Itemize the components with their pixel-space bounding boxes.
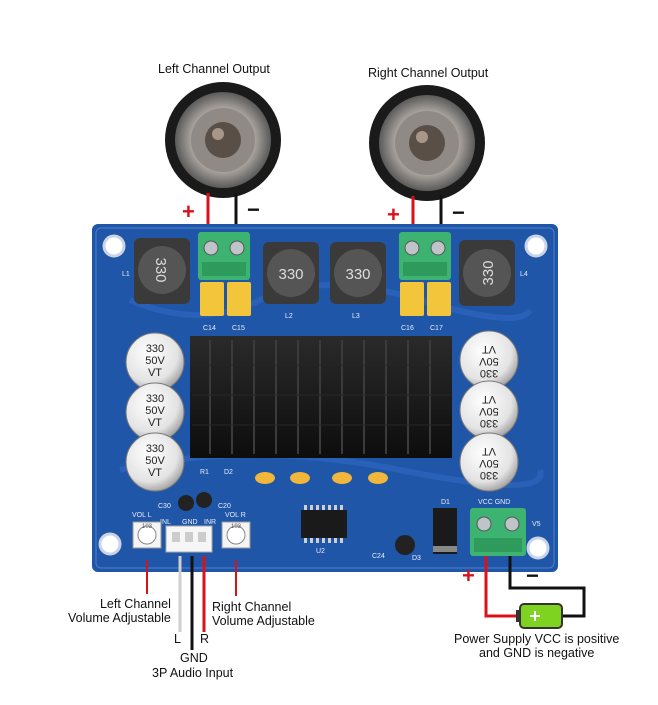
svg-text:INL: INL	[160, 519, 171, 526]
right-volume-label: Right Channel Volume Adjustable	[212, 600, 315, 628]
left-speaker	[165, 82, 281, 198]
left-plus-sign: +	[182, 199, 195, 224]
heatsink	[190, 336, 452, 458]
svg-text:INR: INR	[204, 519, 216, 526]
svg-text:330: 330	[480, 417, 498, 429]
volume-leader-lines	[146, 560, 237, 596]
right-volume-potentiometer[interactable]: 103	[221, 521, 251, 549]
right-volume-label-line2: Volume Adjustable	[212, 614, 315, 628]
input-capacitors	[178, 492, 212, 511]
svg-text:GND: GND	[182, 519, 198, 526]
svg-text:VT: VT	[148, 367, 162, 379]
svg-text:L2: L2	[285, 313, 293, 320]
svg-text:L3: L3	[352, 313, 360, 320]
svg-text:50V: 50V	[145, 405, 165, 417]
svg-text:VT: VT	[148, 417, 162, 429]
right-electrolytic-capacitors: 330 50V VT 330 50V VT 330 50V VT	[459, 330, 519, 492]
svg-text:330: 330	[146, 393, 164, 405]
svg-text:330: 330	[146, 443, 164, 455]
power-minus-sign: −	[526, 563, 539, 588]
svg-text:L4: L4	[520, 271, 528, 278]
right-minus-sign: −	[452, 200, 465, 225]
svg-text:VT: VT	[482, 445, 496, 457]
inductor-l4: 330	[459, 240, 515, 306]
svg-text:330: 330	[278, 266, 303, 283]
audio-input-wires	[178, 556, 206, 650]
power-supply-label: Power Supply VCC is positive and GND is …	[454, 632, 619, 660]
svg-text:C20: C20	[218, 503, 231, 510]
inductor-l2: 330	[263, 242, 319, 304]
svg-text:V5: V5	[532, 521, 541, 528]
left-volume-label-line1: Left Channel	[99, 597, 171, 611]
right-channel-output-label: Right Channel Output	[368, 66, 489, 80]
svg-text:330: 330	[480, 469, 498, 481]
left-channel-output-label: Left Channel Output	[158, 62, 270, 76]
film-capacitors	[200, 282, 451, 316]
svg-text:VT: VT	[482, 393, 496, 405]
power-capacitor	[395, 535, 415, 555]
svg-text:C24: C24	[372, 553, 385, 560]
power-wires	[484, 556, 586, 618]
power-terminal	[470, 508, 526, 556]
svg-text:VOL R: VOL R	[225, 512, 246, 519]
svg-text:R1: R1	[200, 469, 209, 476]
svg-text:D3: D3	[412, 555, 421, 562]
svg-text:VT: VT	[482, 343, 496, 355]
left-electrolytic-capacitors: 330 50V VT 330 50V VT 330 50V VT	[125, 332, 185, 492]
amplifier-ic	[301, 505, 347, 543]
svg-text:50V: 50V	[479, 457, 499, 469]
power-plus-sign: +	[462, 563, 475, 588]
svg-text:L1: L1	[122, 271, 130, 278]
inductor-l3: 330	[330, 242, 386, 304]
svg-text:330: 330	[345, 266, 370, 283]
svg-text:330: 330	[152, 257, 169, 282]
svg-text:C17: C17	[430, 325, 443, 332]
left-speaker-terminal	[198, 232, 250, 280]
silkscreen-labels: L1 L2 L3 L4 C14 C15 C16 C17 R1 D2 U2 V5 …	[122, 271, 541, 562]
svg-text:D1: D1	[441, 499, 450, 506]
svg-text:50V: 50V	[479, 405, 499, 417]
svg-text:50V: 50V	[145, 455, 165, 467]
svg-text:U2: U2	[316, 548, 325, 555]
input-gnd-label: GND	[180, 651, 208, 665]
svg-text:103: 103	[142, 524, 153, 530]
battery-icon	[516, 603, 563, 629]
right-volume-label-line1: Right Channel	[212, 600, 292, 614]
audio-input-label: 3P Audio Input	[152, 666, 234, 680]
right-plus-sign: +	[387, 202, 400, 227]
power-supply-label-line2: and GND is negative	[479, 646, 595, 660]
inductor-l1: 330	[134, 238, 190, 304]
right-speaker-terminal	[399, 232, 451, 280]
left-minus-sign: −	[247, 197, 260, 222]
svg-text:VCC GND: VCC GND	[478, 499, 510, 506]
svg-text:50V: 50V	[479, 355, 499, 367]
svg-text:VOL L: VOL L	[132, 512, 152, 519]
power-supply-label-line1: Power Supply VCC is positive	[454, 632, 620, 646]
svg-text:VT: VT	[148, 467, 162, 479]
svg-text:330: 330	[480, 367, 498, 379]
svg-text:D2: D2	[224, 469, 233, 476]
svg-text:50V: 50V	[145, 355, 165, 367]
left-volume-label-line2: Volume Adjustable	[68, 611, 171, 625]
ceramic-capacitors	[255, 472, 388, 484]
svg-text:C16: C16	[401, 325, 414, 332]
svg-text:C30: C30	[158, 503, 171, 510]
input-r-label: R	[200, 632, 210, 646]
left-volume-label: Left Channel Volume Adjustable	[68, 597, 171, 625]
input-l-label: L	[174, 632, 181, 646]
audio-input-connector	[165, 525, 213, 553]
svg-text:330: 330	[146, 343, 164, 355]
svg-text:330: 330	[480, 260, 497, 285]
svg-text:103: 103	[231, 524, 242, 530]
diode	[433, 508, 457, 554]
svg-text:C15: C15	[232, 325, 245, 332]
left-volume-potentiometer[interactable]: 103	[132, 521, 162, 549]
svg-text:C14: C14	[203, 325, 216, 332]
right-speaker	[369, 85, 485, 201]
